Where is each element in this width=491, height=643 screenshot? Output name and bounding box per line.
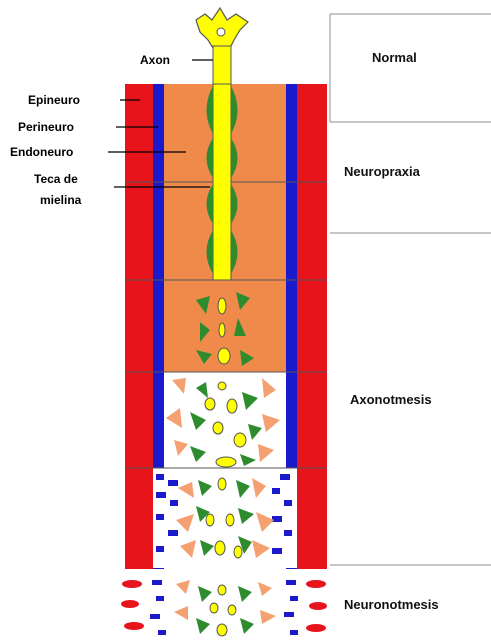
axon-fragment	[205, 398, 215, 410]
stage-neuronotmesis: Neuronotmesis	[344, 597, 439, 612]
perineuro-fragment	[150, 614, 160, 619]
perineuro-fragment	[156, 514, 164, 520]
myelin-fragment	[196, 618, 210, 634]
label-teca-line2: mielina	[40, 193, 82, 207]
perineuro-fragment	[168, 480, 178, 486]
perineuro-fragment	[152, 580, 162, 585]
nucleus	[217, 28, 225, 36]
axon-intact	[213, 84, 231, 280]
axon-fragment	[228, 605, 236, 615]
perineuro-fragment	[158, 630, 166, 635]
perineuro-fragment	[156, 474, 164, 480]
perineuro-fragment	[290, 630, 298, 635]
myelin-fragment	[240, 618, 254, 634]
axon-fragment	[218, 585, 226, 595]
label-axon: Axon	[140, 53, 170, 67]
perineuro-fragment	[290, 596, 298, 601]
axon-fragment	[206, 514, 214, 526]
stage-neuropraxia: Neuropraxia	[344, 164, 421, 179]
axon-fragment	[217, 624, 227, 636]
epineuro-right	[297, 84, 327, 569]
perineuro-fragment	[280, 474, 290, 480]
epineuro-fragment	[306, 580, 326, 588]
axon-fragment	[216, 457, 236, 467]
axon-fragment	[234, 433, 246, 447]
epineuro-fragment	[124, 622, 144, 630]
label-teca-line1: Teca de	[34, 172, 78, 186]
tissue-fragment	[174, 606, 188, 620]
label-perineuro: Perineuro	[18, 120, 74, 134]
neuron-cell-body	[196, 8, 248, 48]
stage-axonotmesis: Axonotmesis	[350, 392, 432, 407]
neuronotmesis-section	[121, 580, 327, 636]
perineuro-fragment	[170, 500, 178, 506]
perineuro-fragment	[156, 596, 164, 601]
axon-fragment	[226, 514, 234, 526]
epineuro-fragment	[122, 580, 142, 588]
perineuro-fragment	[284, 500, 292, 506]
axon-fragment	[219, 323, 225, 337]
epineuro-fragment	[309, 602, 327, 610]
label-endoneuro: Endoneuro	[10, 145, 73, 159]
perineuro-fragment	[272, 516, 282, 522]
perineuro-fragment	[272, 548, 282, 554]
perineuro-fragment	[284, 530, 292, 536]
stage-normal: Normal	[372, 50, 417, 65]
perineuro-fragment	[156, 546, 164, 552]
tissue-fragment	[176, 580, 190, 594]
tissue-fragment	[260, 610, 276, 624]
perineuro-fragment	[272, 488, 280, 494]
perineuro-fragment	[168, 530, 178, 536]
myelin-fragment	[198, 586, 212, 602]
label-epineuro: Epineuro	[28, 93, 80, 107]
axon-fragment	[218, 478, 226, 490]
epineuro-fragment	[121, 600, 139, 608]
epineuro-left	[125, 84, 153, 569]
epineuro-fragment	[306, 624, 326, 632]
axon-fragment	[234, 546, 242, 558]
axon-fragment	[213, 422, 223, 434]
axon-fragment	[218, 382, 226, 390]
axon-fragment	[218, 348, 230, 364]
axon-fragment	[218, 298, 226, 314]
tissue-fragment	[258, 582, 272, 596]
axon-fragment	[210, 603, 218, 613]
stage-dividers	[330, 14, 491, 565]
axon-upper	[213, 46, 231, 84]
axon-fragment	[227, 399, 237, 413]
perineuro-fragment	[286, 580, 296, 585]
myelin-fragment	[238, 586, 252, 602]
axon-fragment	[215, 541, 225, 555]
perineuro-fragment	[156, 492, 166, 498]
perineuro-fragment	[284, 612, 294, 617]
